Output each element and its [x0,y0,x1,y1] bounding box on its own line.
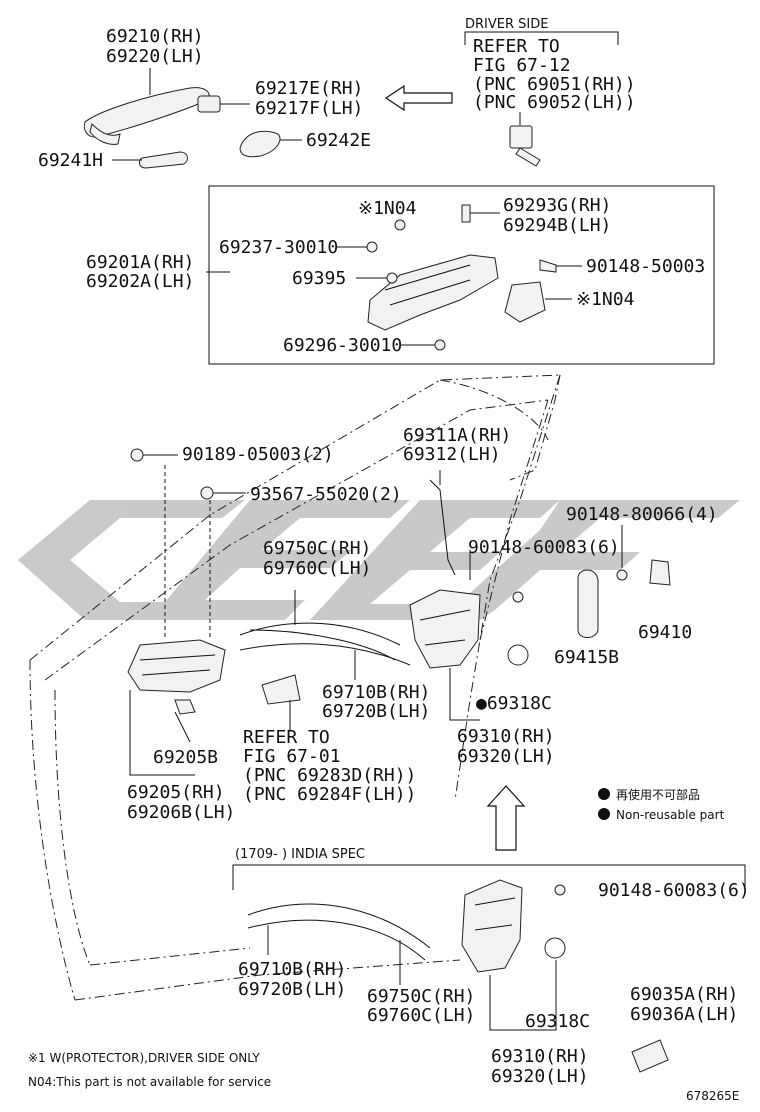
label-69201a: 69201A(RH) [86,252,194,273]
label-93567: 93567-55020(2) [250,484,402,505]
label-69750c: 69750C(RH) [263,538,371,559]
label-b-90148-60083: 90148-60083(6) [598,880,750,901]
nonreusable-legend-dots [598,788,610,820]
arrow-up-icon [486,785,526,851]
label-69318c: ●69318C [476,693,552,714]
legend-jp: 再使用不可部品 [616,787,700,802]
refer-fig-line2: FIG 67-12 [473,55,571,76]
frame-box [208,185,715,365]
legend-en: Non-reusable part [616,808,725,822]
refer2-line1: REFER TO [243,727,330,748]
india-spec-bracket [232,864,746,890]
label-b-69750c: 69750C(RH) [367,986,475,1007]
label-69311a: 69311A(RH) [403,425,511,446]
label-69710b: 69710B(RH) [322,682,430,703]
label-69294b: 69294B(LH) [503,215,611,236]
label-b-69035a: 69035A(RH) [630,984,738,1005]
handle-cap [197,95,250,113]
footnote-2: N04:This part is not available for servi… [28,1075,271,1089]
label-69395: 69395 [292,268,346,289]
label-69205: 69205(RH) [127,782,225,803]
label-b-69036a: 69036A(LH) [630,1004,738,1025]
refer-fig-line1: REFER TO [473,36,560,57]
lock-cylinder [464,31,619,167]
handle-frame [206,204,582,351]
label-90148-80066: 90148-80066(4) [566,504,718,525]
label-69210: 69210(RH) [106,26,204,47]
label-b-69720b: 69720B(LH) [238,979,346,1000]
label-69242e: 69242E [306,130,371,151]
labels: 69210(RH) 69220(LH) 69217E(RH) 69217F(LH… [28,17,750,1103]
label-69310: 69310(RH) [457,726,555,747]
refer2-line3: (PNC 69283D(RH)) [243,765,416,786]
footnote-1: ※1 W(PROTECTOR),DRIVER SIDE ONLY [28,1051,260,1065]
door-lock [409,550,529,721]
label-india-spec: (1709- ) INDIA SPEC [235,847,365,862]
label-69296: 69296-30010 [283,335,402,356]
cables [239,590,411,730]
label-69720b: 69720B(LH) [322,701,430,722]
small-gasket [112,151,188,169]
striker [577,525,671,638]
label-69202a: 69202A(LH) [86,271,194,292]
label-69312: 69312(LH) [403,444,501,465]
label-69320: 69320(LH) [457,746,555,767]
lock-rod [429,470,456,576]
label-n04-right: ※1N04 [576,289,634,310]
label-n04-top: ※1N04 [358,198,416,219]
india-cables [247,903,431,985]
label-90189: 90189-05003(2) [182,444,334,465]
label-69217e: 69217E(RH) [255,78,363,99]
label-b-69320: 69320(LH) [491,1066,589,1087]
label-90148-60083: 90148-60083(6) [468,537,620,558]
label-69217f: 69217F(LH) [255,98,363,119]
label-69293g: 69293G(RH) [503,195,611,216]
label-b-69310: 69310(RH) [491,1046,589,1067]
refer-fig-line4: (PNC 69052(LH)) [473,92,636,113]
refer2-line4: (PNC 69284F(LH)) [243,784,416,805]
figure-code: 678265E [686,1089,739,1103]
refer-fig-line3: (PNC 69051(RH)) [473,74,636,95]
label-driver-side: DRIVER SIDE [465,17,548,32]
label-69220: 69220(LH) [106,46,204,67]
watermark [18,500,740,620]
label-69237: 69237-30010 [219,237,338,258]
arrow-left-icon [384,84,453,112]
label-69415b: 69415B [554,647,619,668]
label-69205b: 69205B [153,747,218,768]
gasket [239,130,302,158]
label-69760c: 69760C(LH) [263,558,371,579]
label-b-69760c: 69760C(LH) [367,1005,475,1026]
india-lock [461,879,669,1073]
refer2-line2: FIG 67-01 [243,746,341,767]
inside-handle [127,448,301,776]
label-b-69710b: 69710B(RH) [238,959,346,980]
label-69410: 69410 [638,622,692,643]
outside-handle [83,68,210,145]
label-b-69318c: 69318C [525,1011,590,1032]
door-outline [29,374,561,1001]
label-69206b: 69206B(LH) [127,802,235,823]
label-69241h: 69241H [38,150,103,171]
label-90148-50003: 90148-50003 [586,256,705,277]
